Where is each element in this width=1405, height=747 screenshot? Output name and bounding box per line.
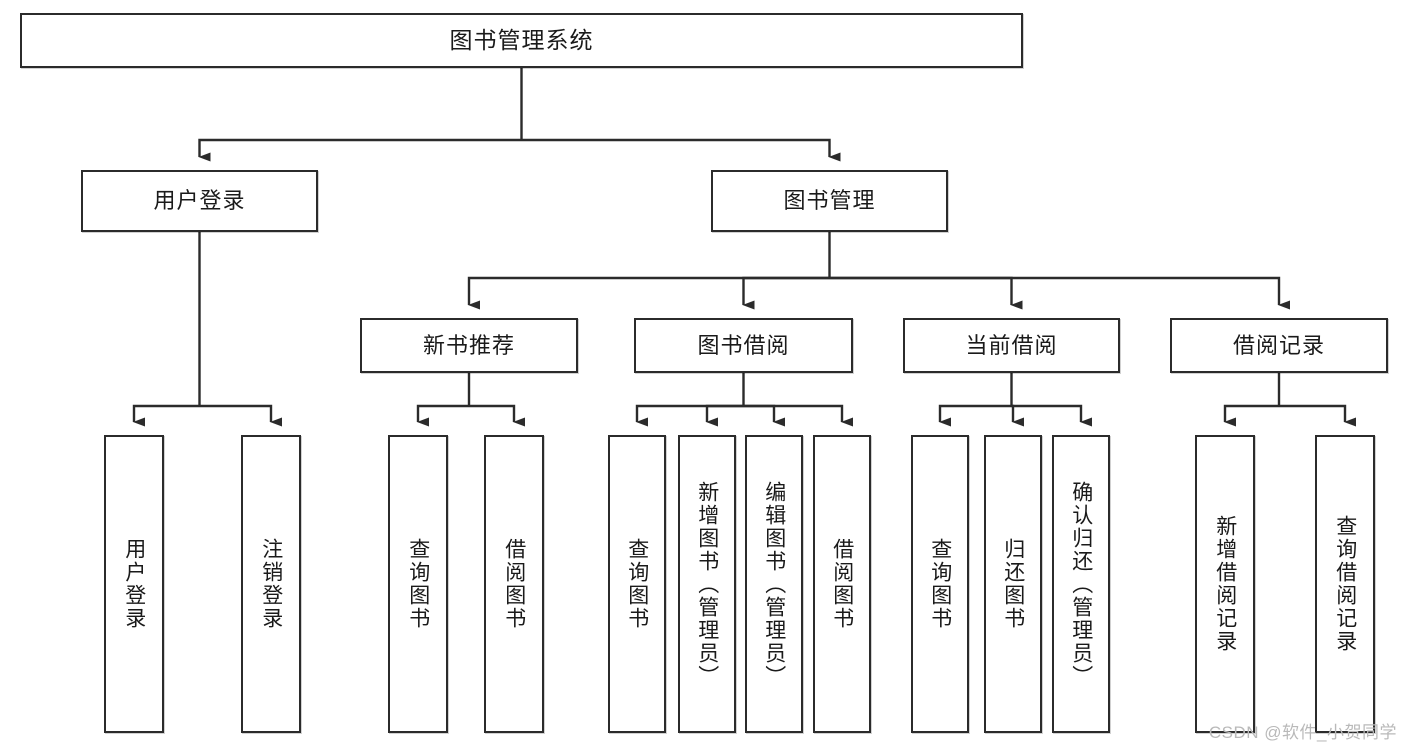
node-leaf-3[interactable]: 查询图书 — [388, 435, 448, 733]
connector-newbook-to-leaf-4 — [469, 404, 525, 427]
node-label: 查询借阅记录 — [1333, 515, 1357, 653]
connector-records-to-leaf-12 — [1223, 404, 1279, 427]
node-leaf-12[interactable]: 新增借阅记录 — [1195, 435, 1255, 733]
csdn-watermark: CSDN @软件_小贺同学 — [1208, 723, 1397, 742]
connector-root-to-login — [198, 138, 522, 162]
node-label: 用户登录 — [122, 538, 146, 630]
connector-bookmgmt-to-records — [829, 276, 1290, 310]
node-leaf-2[interactable]: 注销登录 — [241, 435, 301, 733]
node-label: 新增借阅记录 — [1213, 515, 1237, 653]
node-label: 归还图书 — [1001, 538, 1025, 630]
node-leaf-4[interactable]: 借阅图书 — [484, 435, 544, 733]
node-bookmgmt[interactable]: 图书管理 — [711, 170, 948, 232]
node-label: 查询图书 — [406, 538, 430, 630]
node-label: 当前借阅 — [965, 332, 1058, 358]
node-label: 查询图书 — [928, 538, 952, 630]
node-label: 注销登录 — [259, 538, 283, 630]
node-label: 图书借阅 — [697, 332, 790, 358]
node-login[interactable]: 用户登录 — [81, 170, 318, 232]
node-leaf-6[interactable]: 新增图书（管理员） — [678, 435, 736, 733]
node-label: 确认归还（管理员） — [1069, 480, 1093, 688]
connector-login-to-leaf-1 — [132, 404, 200, 427]
node-records[interactable]: 借阅记录 — [1170, 318, 1388, 373]
node-borrow[interactable]: 图书借阅 — [634, 318, 853, 373]
connector-borrow-to-leaf-6 — [705, 404, 744, 427]
node-root[interactable]: 图书管理系统 — [20, 13, 1023, 68]
node-leaf-7[interactable]: 编辑图书（管理员） — [745, 435, 803, 733]
node-label: 借阅图书 — [830, 538, 854, 630]
node-label: 图书管理系统 — [449, 26, 594, 53]
node-label: 新书推荐 — [422, 332, 515, 358]
node-label: 用户登录 — [153, 188, 246, 214]
node-label: 编辑图书（管理员） — [762, 480, 786, 688]
connector-current-to-leaf-10 — [1011, 404, 1024, 427]
connector-root-to-bookmgmt — [521, 138, 841, 162]
connector-borrow-to-leaf-7 — [743, 404, 785, 427]
connector-bookmgmt-to-newbook — [467, 276, 830, 310]
node-label: 新增图书（管理员） — [695, 480, 719, 688]
node-label: 借阅图书 — [502, 538, 526, 630]
node-label: 借阅记录 — [1232, 332, 1325, 358]
node-leaf-10[interactable]: 归还图书 — [984, 435, 1042, 733]
connector-current-to-leaf-11 — [1011, 404, 1092, 427]
node-newbook[interactable]: 新书推荐 — [360, 318, 578, 373]
connector-borrow-to-leaf-5 — [635, 404, 744, 427]
connector-borrow-to-leaf-8 — [743, 404, 853, 427]
connector-current-to-leaf-9 — [938, 404, 1012, 427]
connector-newbook-to-leaf-3 — [416, 404, 469, 427]
node-leaf-9[interactable]: 查询图书 — [911, 435, 969, 733]
node-leaf-11[interactable]: 确认归还（管理员） — [1052, 435, 1110, 733]
connector-records-to-leaf-13 — [1279, 404, 1356, 427]
node-leaf-5[interactable]: 查询图书 — [608, 435, 666, 733]
node-label: 查询图书 — [625, 538, 649, 630]
node-leaf-13[interactable]: 查询借阅记录 — [1315, 435, 1375, 733]
connector-login-to-leaf-2 — [199, 404, 282, 427]
connector-bookmgmt-to-current — [829, 276, 1023, 310]
node-label: 图书管理 — [783, 188, 876, 214]
node-leaf-8[interactable]: 借阅图书 — [813, 435, 871, 733]
connector-bookmgmt-to-borrow — [742, 276, 830, 310]
node-leaf-1[interactable]: 用户登录 — [104, 435, 164, 733]
node-current[interactable]: 当前借阅 — [903, 318, 1120, 373]
